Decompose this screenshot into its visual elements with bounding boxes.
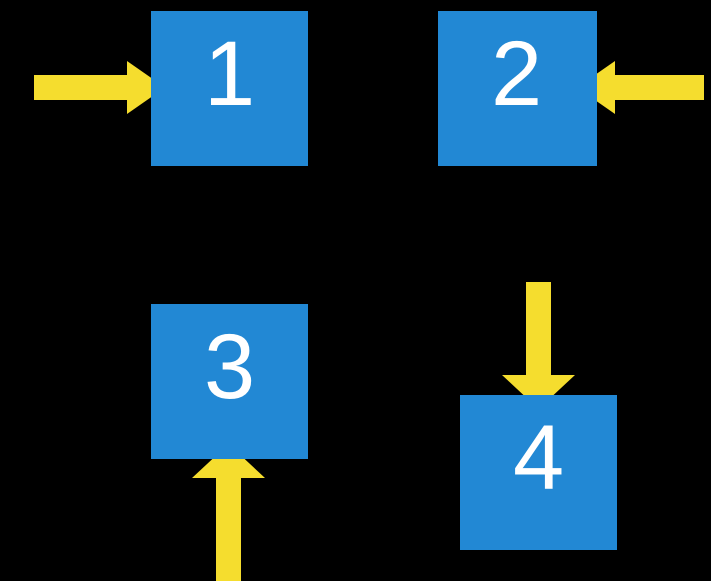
arrow-up-icon xyxy=(192,444,265,581)
block-3[interactable] xyxy=(151,304,308,459)
block-3-label: 3 xyxy=(204,316,256,418)
arrow-right-icon xyxy=(34,61,165,114)
arrow-left-icon xyxy=(577,61,704,114)
block-2-label: 2 xyxy=(491,23,543,125)
block-1[interactable] xyxy=(151,11,308,166)
block-4-label: 4 xyxy=(513,407,565,509)
block-4[interactable] xyxy=(460,395,617,550)
block-1-label: 1 xyxy=(204,23,256,125)
arrow-down-icon xyxy=(502,282,575,409)
block-2[interactable] xyxy=(438,11,597,166)
